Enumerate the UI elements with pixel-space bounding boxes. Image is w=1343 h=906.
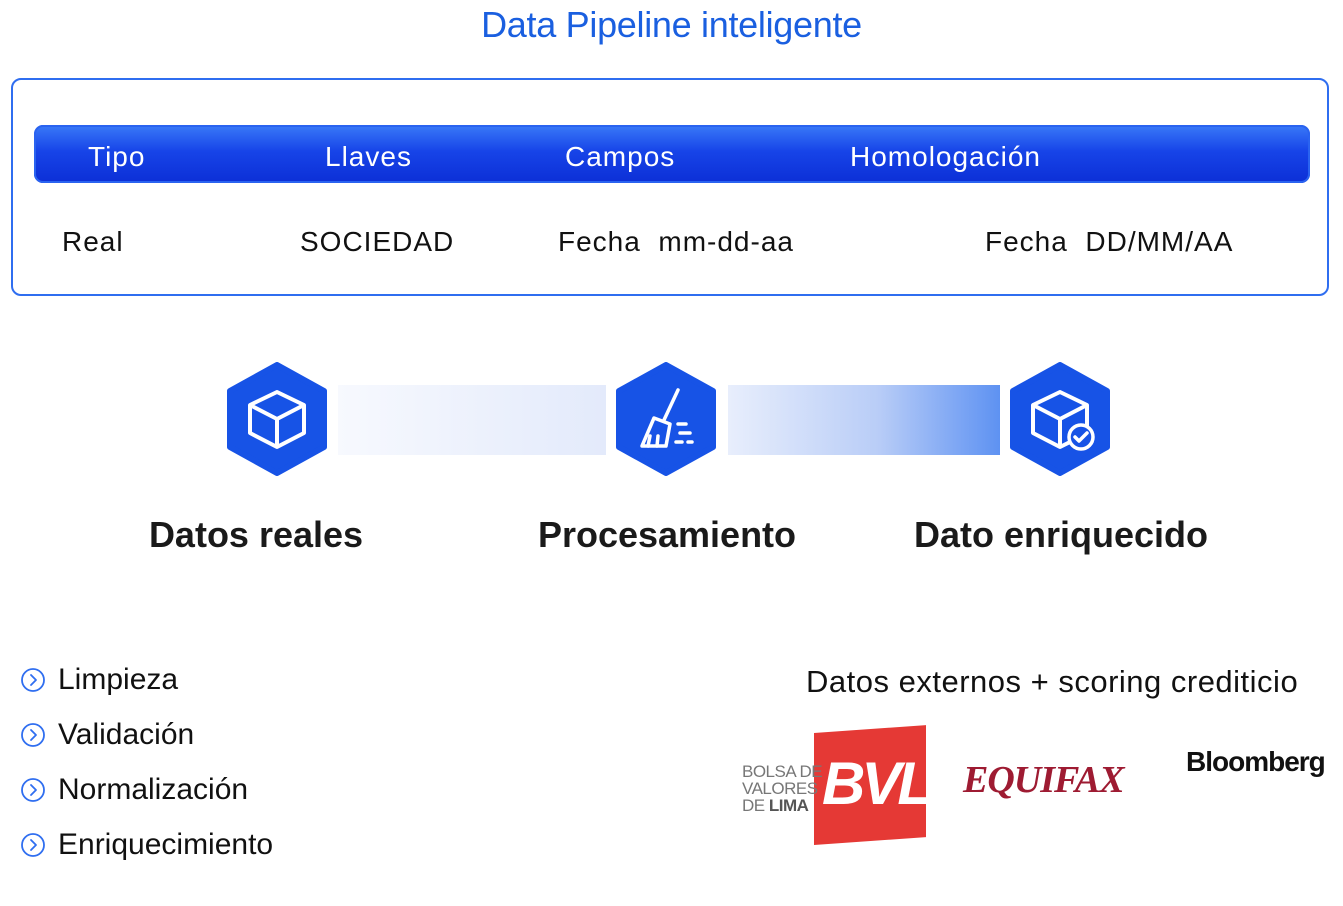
connector-2 xyxy=(728,385,1000,455)
header-campos: Campos xyxy=(565,141,676,172)
chevron-circle-icon xyxy=(21,667,45,692)
chevron-circle-icon xyxy=(21,722,45,747)
connector-1 xyxy=(338,385,606,455)
cell-tipo: Real xyxy=(62,226,124,257)
list-item-label: Validación xyxy=(58,717,195,751)
list-item: Limpieza xyxy=(20,652,273,707)
list-item: Validación xyxy=(20,707,273,762)
chevron-circle-icon xyxy=(21,832,45,857)
cell-homologacion: Fecha DD/MM/AA xyxy=(985,226,1234,257)
table-header xyxy=(34,125,1310,183)
mapping-table xyxy=(11,78,1329,296)
stage-label-procesamiento: Procesamiento xyxy=(537,514,797,555)
bvl-logo: BVL BOLSA DE VALORES DE LIMA xyxy=(742,725,934,847)
list-item-label: Enriquecimiento xyxy=(58,827,274,861)
list-item-label: Normalización xyxy=(58,772,249,806)
cell-campos: Fecha mm-dd-aa xyxy=(558,226,794,257)
header-homologacion: Homologación xyxy=(850,141,1041,172)
list-item-label: Limpieza xyxy=(58,662,179,696)
cube-check-icon xyxy=(1008,362,1112,481)
cube-icon xyxy=(225,362,329,481)
processing-steps-list: Limpieza Validación Normalización Enriqu… xyxy=(20,652,273,872)
list-item: Normalización xyxy=(20,762,273,817)
page-title: Data Pipeline inteligente xyxy=(481,4,862,45)
bloomberg-logo: Bloomberg xyxy=(1186,746,1326,777)
equifax-logo: EQUIFAX xyxy=(963,759,1125,801)
header-llaves: Llaves xyxy=(325,141,412,172)
stage-label-dato-enriquecido: Dato enriquecido xyxy=(913,514,1209,555)
list-item: Enriquecimiento xyxy=(20,817,273,872)
header-tipo: Tipo xyxy=(88,141,146,172)
external-data-title: Datos externos + scoring crediticio xyxy=(806,664,1299,699)
cell-llaves: SOCIEDAD xyxy=(300,226,455,257)
stage-label-datos-reales: Datos reales xyxy=(148,514,364,555)
chevron-circle-icon xyxy=(21,777,45,802)
broom-icon xyxy=(614,362,718,481)
